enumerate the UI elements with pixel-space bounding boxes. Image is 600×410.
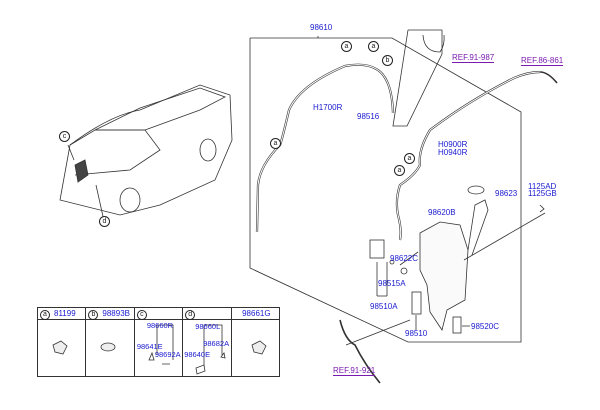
clip-98661g-icon bbox=[251, 340, 267, 355]
label-98520c: 98520C bbox=[471, 322, 500, 331]
label-1125gb: 1125GB bbox=[528, 189, 557, 198]
label-98510: 98510 bbox=[405, 329, 428, 338]
pump-front-drawing bbox=[411, 291, 422, 315]
callout-c: c bbox=[136, 310, 147, 320]
label-98623: 98623 bbox=[495, 189, 518, 198]
ref-top-hose bbox=[422, 34, 445, 53]
nozzle-d-icon bbox=[195, 352, 226, 375]
table-column-a: a 81199 bbox=[38, 308, 87, 376]
ref-86-861-link[interactable]: REF.86-861 bbox=[521, 56, 564, 66]
part-number[interactable]: 98661G bbox=[242, 309, 271, 318]
part-number[interactable]: 98660R bbox=[146, 321, 174, 330]
callout-a: a bbox=[394, 165, 405, 176]
reservoir-drawing bbox=[419, 185, 546, 331]
label-98622c: 98622C bbox=[390, 254, 419, 263]
label-1125ad: 1125AD bbox=[528, 182, 557, 191]
nozzle-c-icon bbox=[148, 351, 170, 365]
callout-b: b bbox=[88, 310, 99, 320]
pump-rear-drawing bbox=[369, 239, 385, 259]
label-98510a: 98510A bbox=[370, 302, 398, 311]
ref-bottom-hose bbox=[339, 319, 381, 384]
callout-a: a bbox=[341, 41, 352, 52]
callout-a: a bbox=[40, 310, 50, 320]
callout-d: d bbox=[185, 310, 196, 320]
label-98620b: 98620B bbox=[428, 208, 456, 217]
label-98515a: 98515A bbox=[378, 279, 406, 288]
table-column-d: d 98660L 98682A 98640E bbox=[183, 308, 232, 376]
subpart-number[interactable]: 98640E bbox=[184, 350, 211, 359]
ref-91-987-link[interactable]: REF.91-987 bbox=[452, 53, 495, 63]
part-number[interactable]: 98660L bbox=[195, 322, 221, 331]
part-number[interactable]: 81199 bbox=[54, 309, 76, 318]
label-98516: 98516 bbox=[357, 112, 380, 121]
subpart-number[interactable]: 98692A bbox=[154, 350, 181, 359]
label-h0940r: H0940R bbox=[438, 148, 468, 157]
callout-a: a bbox=[368, 41, 379, 52]
label-h0900r: H0900R bbox=[438, 140, 468, 149]
subpart-number[interactable]: 98641E bbox=[136, 342, 163, 351]
callout-c: c bbox=[59, 131, 70, 142]
label-98610: 98610 bbox=[310, 23, 333, 32]
car-drawing bbox=[59, 84, 233, 222]
callout-d: d bbox=[99, 216, 110, 227]
label-h1700r: H1700R bbox=[313, 103, 343, 112]
part-number[interactable]: 98893B bbox=[102, 309, 130, 318]
sensor-drawing bbox=[452, 316, 462, 334]
clip-81199-icon bbox=[52, 340, 68, 355]
table-column-98661g: 98661G bbox=[231, 308, 280, 376]
chute-panel bbox=[392, 29, 443, 127]
table-column-c: c 98660R 98641E 98692A bbox=[134, 308, 184, 376]
ref-91-921-link[interactable]: REF.91-921 bbox=[333, 366, 376, 376]
callout-a: a bbox=[270, 138, 281, 149]
grommet-98893b-icon bbox=[100, 342, 116, 352]
assembly-frame bbox=[249, 37, 522, 343]
front-hose bbox=[395, 70, 541, 241]
subpart-number[interactable]: 98682A bbox=[203, 339, 230, 348]
callout-b: b bbox=[382, 55, 393, 66]
callout-a: a bbox=[404, 153, 415, 164]
